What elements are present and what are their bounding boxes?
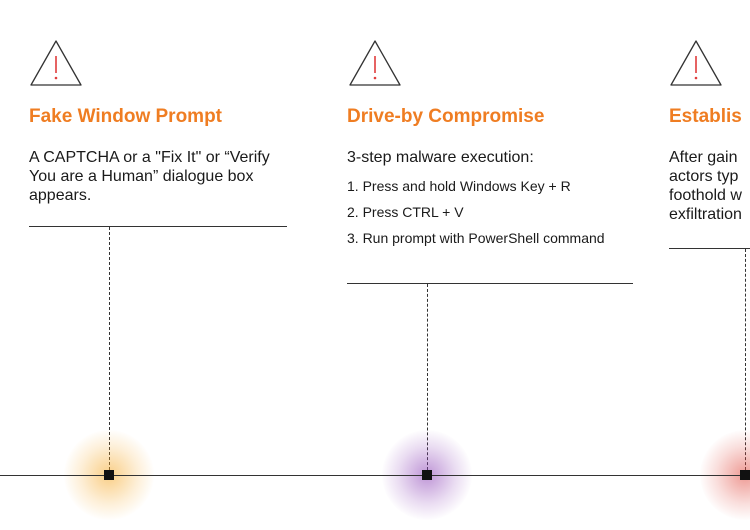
timeline-node bbox=[422, 470, 432, 480]
connector-line bbox=[427, 284, 428, 475]
connector-line bbox=[109, 227, 110, 475]
warning-triangle-icon bbox=[349, 40, 401, 86]
description-line: exfiltration bbox=[669, 206, 742, 223]
step-item: 1. Press and hold Windows Key + R bbox=[347, 178, 571, 194]
stage-description: After gain actors typ foothold w exfiltr… bbox=[669, 148, 750, 224]
stage-title: Establis bbox=[669, 106, 742, 127]
steps-intro: 3-step malware execution: bbox=[347, 149, 534, 166]
stage-title: Drive-by Compromise bbox=[347, 106, 545, 127]
stage-separator bbox=[29, 226, 287, 227]
warning-triangle-icon bbox=[30, 40, 82, 86]
timeline-node bbox=[104, 470, 114, 480]
timeline-axis bbox=[0, 475, 750, 476]
description-line: actors typ bbox=[669, 168, 739, 185]
timeline-node bbox=[740, 470, 750, 480]
step-item: 2. Press CTRL + V bbox=[347, 204, 464, 220]
stage-description: A CAPTCHA or a "Fix It" or “Verify You a… bbox=[29, 149, 270, 204]
connector-line bbox=[745, 249, 746, 475]
stage-separator bbox=[669, 248, 750, 249]
stage-separator bbox=[347, 283, 633, 284]
stage-title: Fake Window Prompt bbox=[29, 106, 223, 127]
step-item: 3. Run prompt with PowerShell command bbox=[347, 230, 605, 246]
steps-list: 1. Press and hold Windows Key + R 2. Pre… bbox=[347, 178, 627, 256]
description-line: foothold w bbox=[669, 187, 742, 204]
description-line: After gain bbox=[669, 149, 738, 166]
warning-triangle-icon bbox=[670, 40, 722, 86]
